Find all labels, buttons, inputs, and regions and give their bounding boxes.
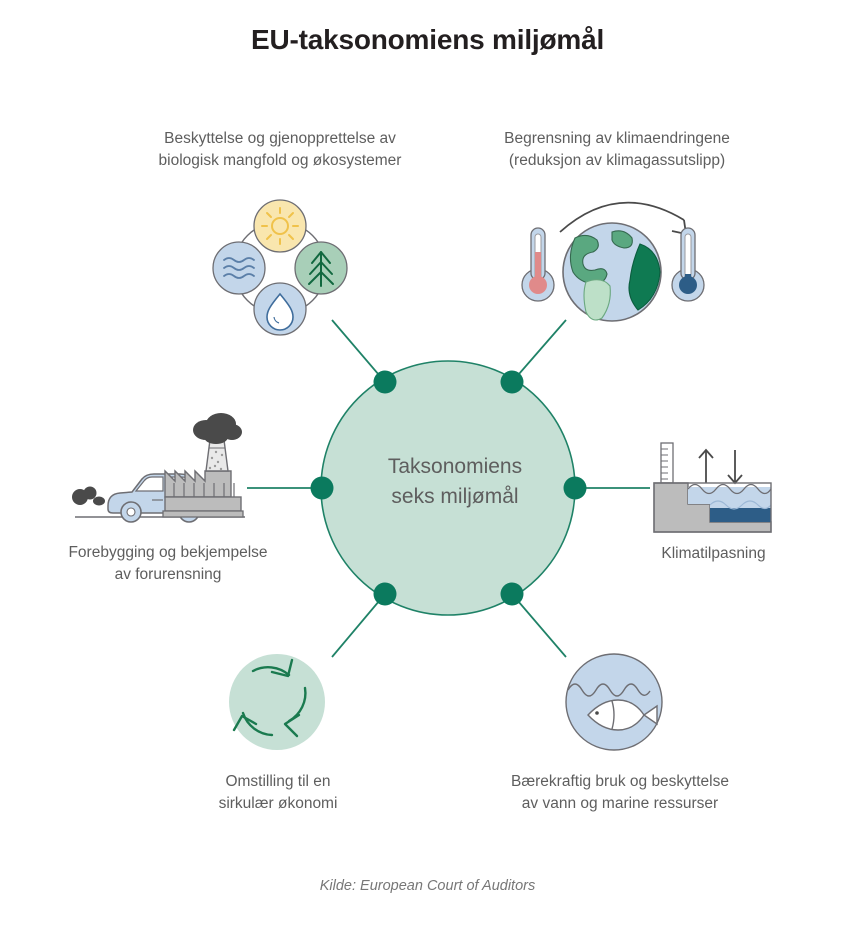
goal-label-marine: Bærekraftig bruk og beskyttelse av vann … [511, 773, 729, 813]
hub-label: Taksonomiens seks miljømål [387, 455, 523, 509]
arrow-up-icon [698, 448, 714, 483]
connector-biodiversity [331, 319, 386, 383]
connector-lines [247, 319, 650, 658]
node-dots [310, 370, 587, 606]
connector-marine [511, 593, 567, 658]
fish-icon [587, 699, 658, 731]
node-dot-marine[interactable] [500, 582, 524, 606]
node-dot-circular[interactable] [373, 582, 397, 606]
page-title: EU-taksonomiens miljømål [250, 24, 605, 55]
goal-label-pollution: Forebygging og bekjempelse av forurensni… [68, 544, 268, 584]
goal-label-mitigation: Begrensning av klimaendringene (reduksjo… [504, 130, 730, 170]
node-dot-mitigation[interactable] [500, 370, 524, 394]
goal-label-adaptation: Klimatilpasning [661, 545, 766, 562]
thermometer-cold-icon [671, 227, 705, 302]
ecosystem-cycle-icon [212, 199, 348, 336]
node-dot-adaptation[interactable] [563, 476, 587, 500]
thermometer-hot-icon [521, 227, 555, 302]
goal-label-circular: Omstilling til en sirkulær økonomi [218, 773, 338, 813]
connector-mitigation [511, 319, 567, 383]
goal-label-biodiversity: Beskyttelse og gjenopprettelse av biolog… [158, 130, 402, 170]
recycle-arrows-icon [229, 654, 325, 750]
node-dot-pollution[interactable] [310, 476, 334, 500]
water-level-gauge-icon [653, 442, 772, 533]
waves-icon [212, 241, 266, 295]
exhaust-smoke-icon [72, 486, 105, 506]
factory-icon [162, 413, 244, 518]
connector-circular [331, 593, 386, 658]
source-note: Kilde: European Court of Auditors [319, 878, 536, 894]
arrow-down-icon [727, 450, 743, 485]
car-factory-smoke-icon [72, 413, 245, 523]
globe-thermometers-icon [521, 201, 705, 322]
node-dot-biodiversity[interactable] [373, 370, 397, 394]
smoke-cloud-icon [193, 413, 242, 444]
fish-water-icon [565, 653, 663, 751]
